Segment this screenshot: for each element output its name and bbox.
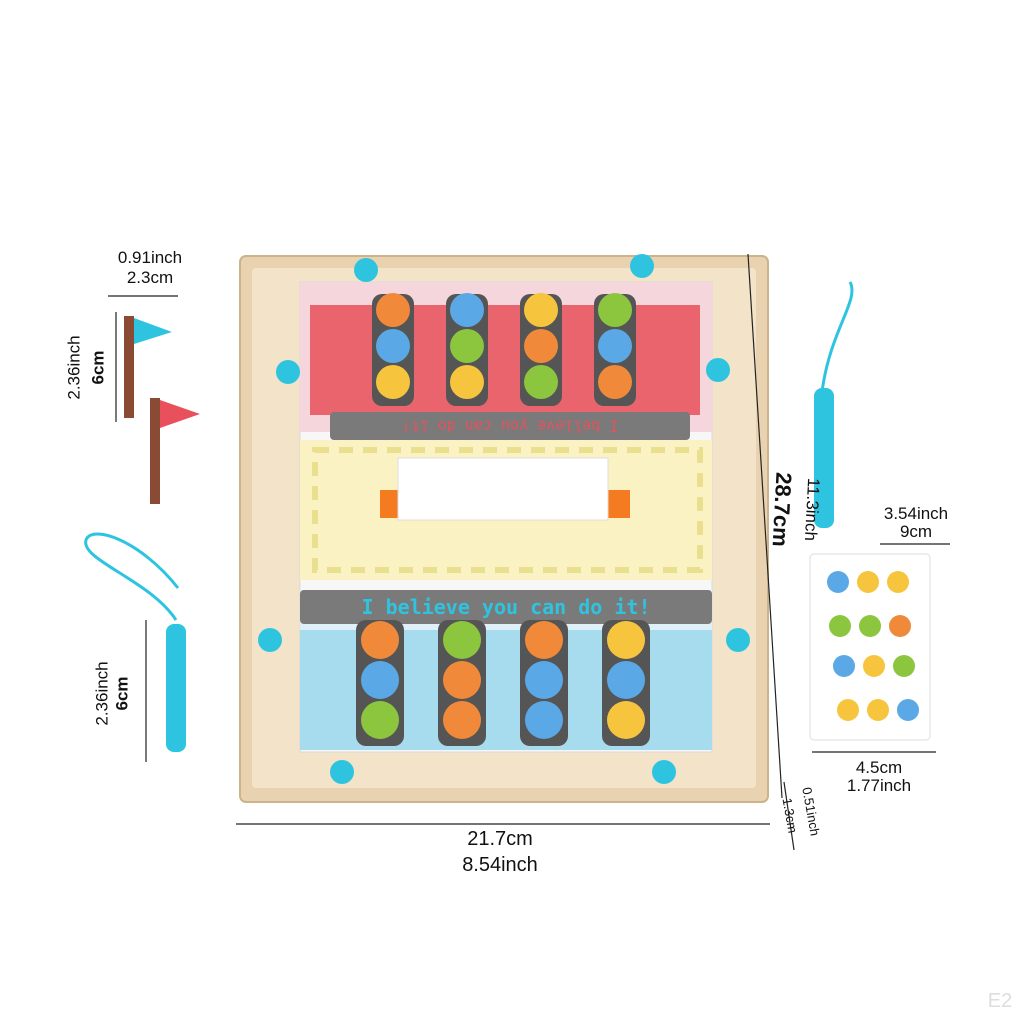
pen-height-cm-label: 6cm	[112, 676, 132, 711]
card-height-cm-label: 9cm	[899, 522, 933, 541]
pattern-card	[809, 553, 931, 741]
board-height-cm-label: 28.7cm	[767, 471, 797, 548]
card-width-cm-label: 4.5cm	[855, 758, 903, 777]
token-columns-top	[372, 293, 636, 406]
board-width-cm-label: 21.7cm	[467, 828, 533, 850]
magnetic-pen-left	[84, 532, 186, 752]
card-width-inch-label: 1.77inch	[846, 776, 912, 795]
token-columns-bottom	[356, 620, 650, 746]
flag-height-cm-label: 6cm	[88, 350, 108, 385]
card-height-inch-label: 3.54inch	[883, 504, 949, 523]
bottom-banner-text: I believe you can do it!	[361, 595, 651, 619]
board-width-inch-label: 8.54inch	[462, 854, 538, 876]
dimension-lines	[108, 253, 950, 851]
flag-pieces	[124, 316, 200, 504]
flag-width-cm-label: 2.3cm	[126, 268, 174, 287]
wooden-board	[239, 255, 769, 803]
top-banner-text: I believe you can do it!	[401, 417, 619, 435]
flag-height-inch-label: 2.36inch	[64, 335, 84, 400]
flag-width-inch-label: 0.91inch	[117, 248, 183, 267]
watermark: E2	[987, 990, 1013, 1012]
pen-height-inch-label: 2.36inch	[92, 661, 112, 726]
magnetic-pen-right	[814, 281, 854, 528]
cyan-magnets	[258, 254, 750, 784]
